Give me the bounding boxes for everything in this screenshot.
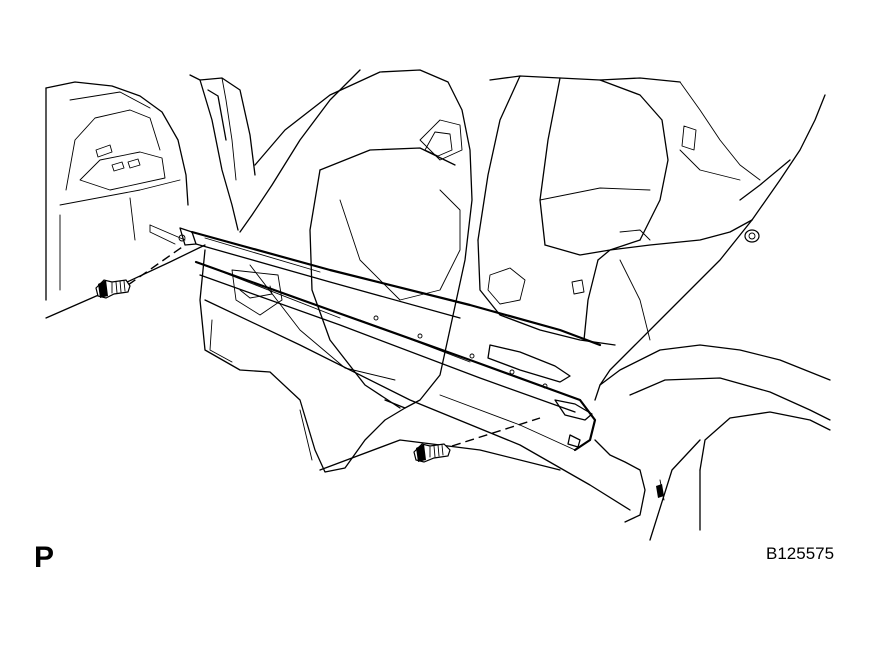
front-door-scuff-plate	[149, 224, 602, 347]
rear-door	[199, 69, 473, 473]
figure-id: B125575	[766, 544, 835, 563]
rear-seat	[477, 75, 761, 346]
rear-quarter-panel	[594, 94, 831, 541]
screw-icon	[413, 443, 451, 463]
view-label: P	[34, 541, 55, 574]
b-pillar	[189, 74, 256, 231]
screw-leader-front	[127, 244, 186, 286]
screw-leader-rear	[451, 417, 541, 447]
screw-icon	[95, 279, 131, 299]
rear-door-scuff-plate	[194, 260, 646, 523]
